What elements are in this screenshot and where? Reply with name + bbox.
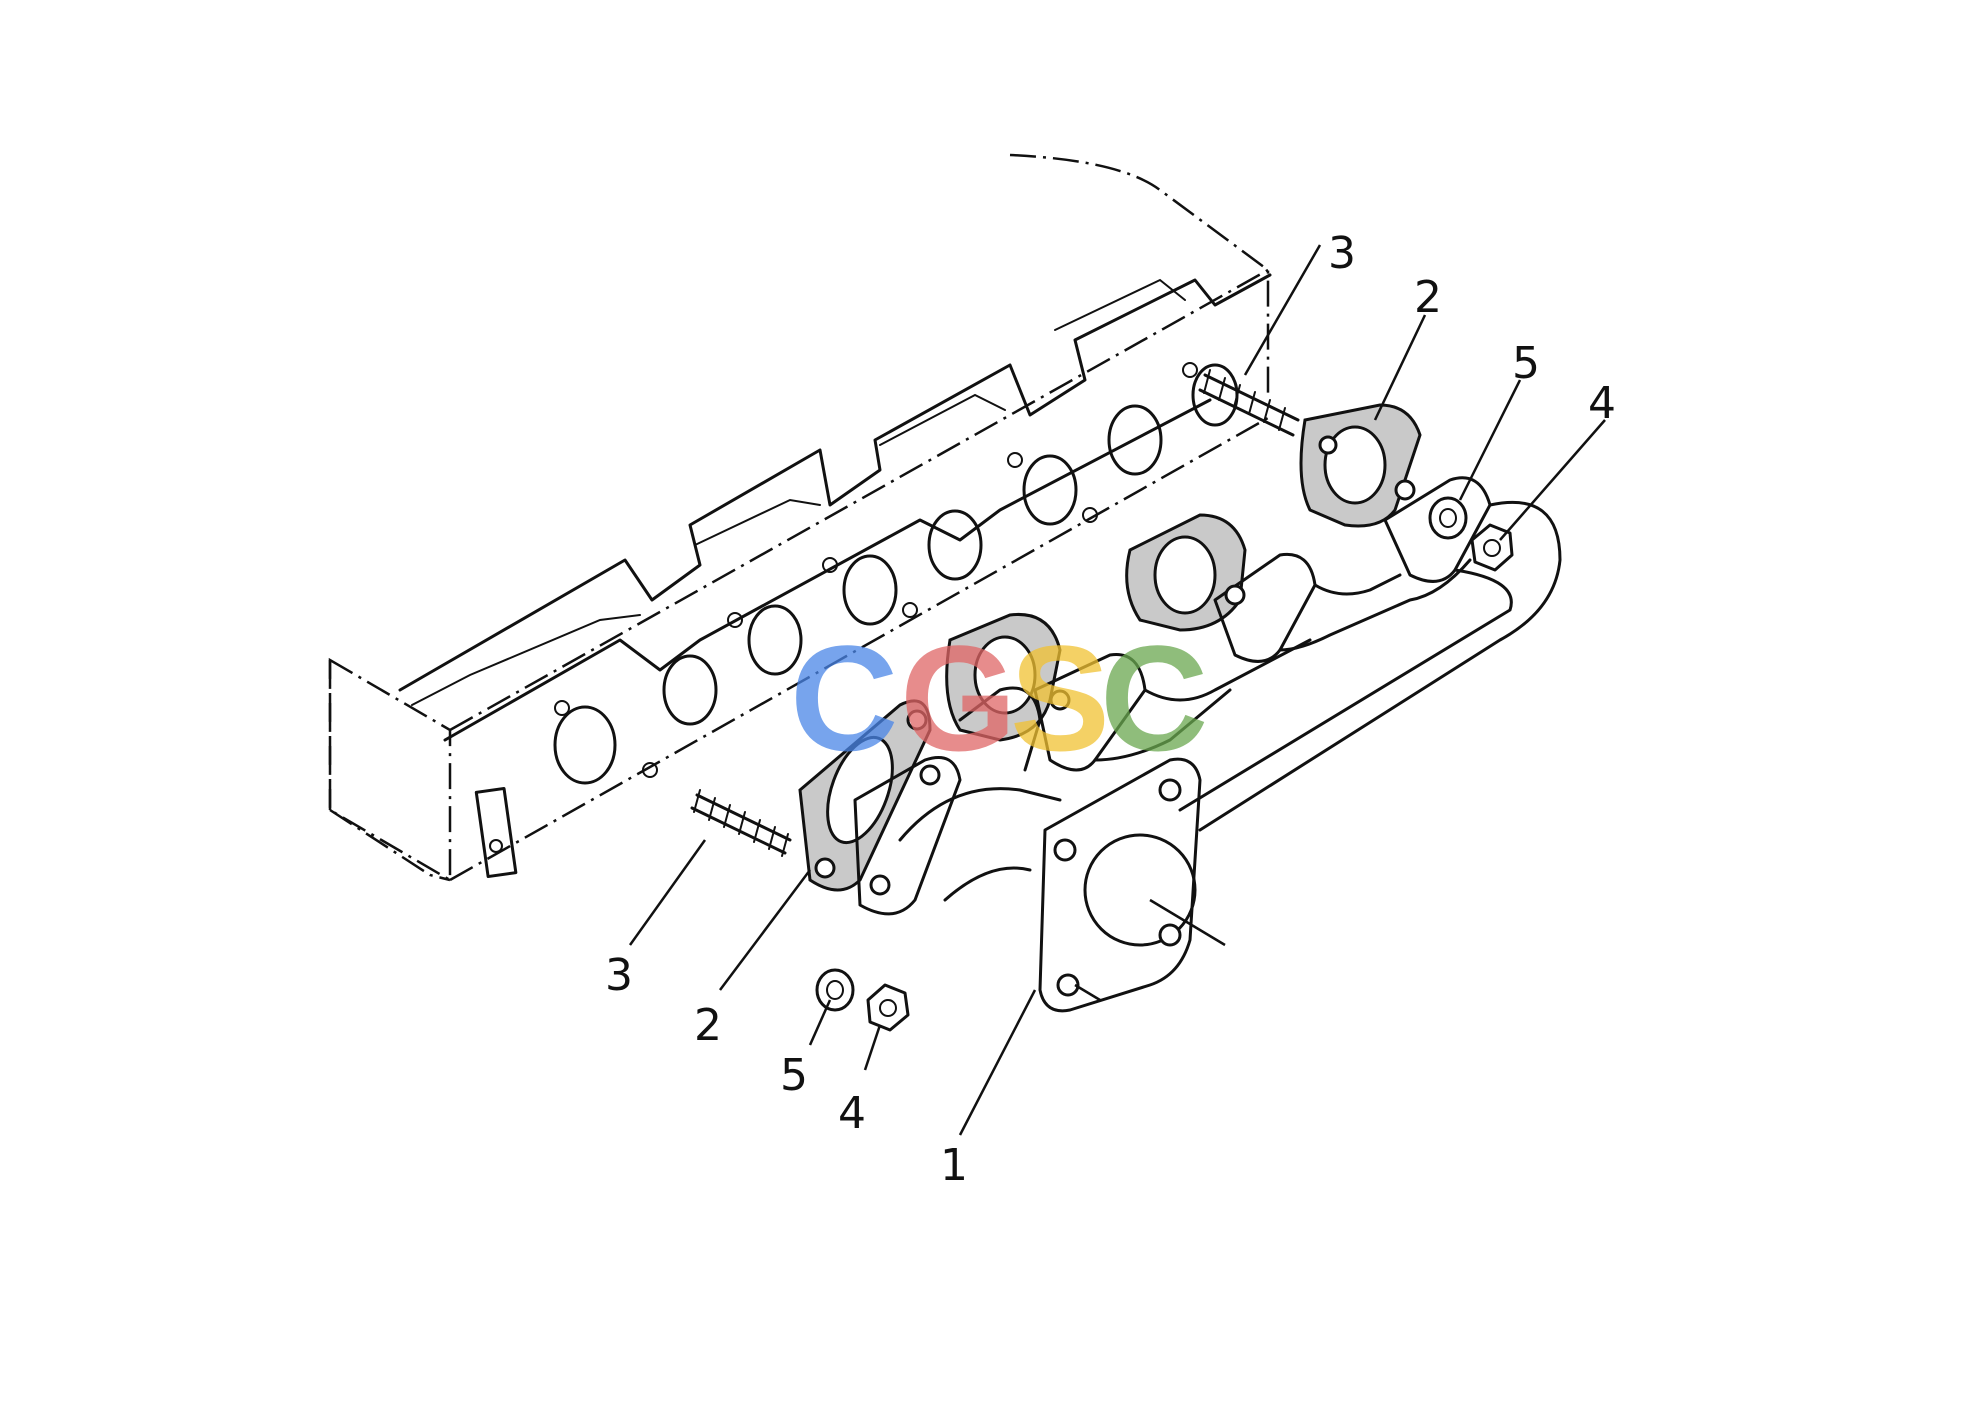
watermark-letter-3: S bbox=[1010, 614, 1110, 782]
exhaust-manifold bbox=[853, 476, 1562, 1013]
callout-2-front: 2 bbox=[694, 1000, 722, 1051]
watermark-letter-4: C bbox=[1100, 614, 1208, 782]
callout-1: 1 bbox=[940, 1140, 968, 1191]
callout-3-front: 3 bbox=[605, 950, 633, 1001]
stud-rear bbox=[1198, 369, 1300, 437]
callout-3-rear: 3 bbox=[1328, 228, 1356, 279]
callout-2-rear: 2 bbox=[1414, 272, 1442, 323]
watermark-letter-2: G bbox=[900, 614, 1017, 782]
cylinder-head-gasket bbox=[398, 273, 1272, 785]
engine-block bbox=[328, 153, 1270, 883]
callout-5-front: 5 bbox=[780, 1050, 808, 1101]
manifold-gasket-rear bbox=[1299, 403, 1422, 528]
washer-rear bbox=[1428, 496, 1468, 540]
callout-5-rear: 5 bbox=[1512, 338, 1540, 389]
stud-front bbox=[690, 789, 792, 857]
callout-4-rear: 4 bbox=[1588, 378, 1616, 429]
manifold-gasket-middle-2 bbox=[1125, 513, 1247, 632]
nut-rear bbox=[1470, 523, 1514, 572]
watermark-logo: C G S C bbox=[790, 614, 1208, 782]
callout-4-front: 4 bbox=[838, 1088, 866, 1139]
washer-front bbox=[815, 968, 855, 1012]
nut-front bbox=[866, 983, 910, 1032]
callout-leaders bbox=[628, 244, 1606, 1136]
watermark-letter-1: C bbox=[790, 614, 898, 782]
